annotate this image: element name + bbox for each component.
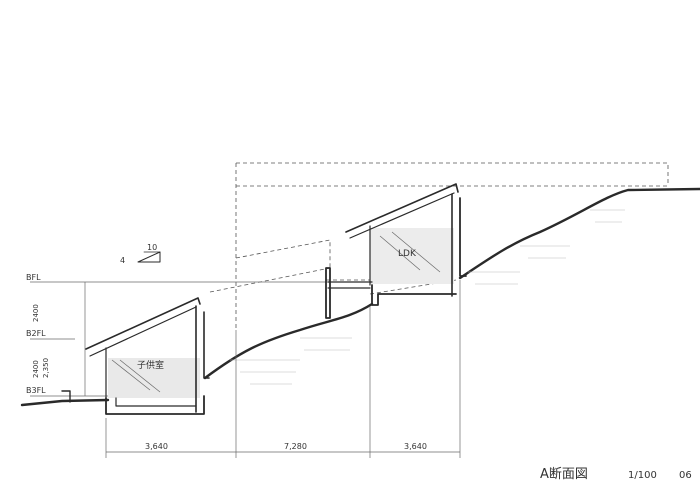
room-label-kids: 子供室 (137, 359, 164, 371)
massing-guide-lines (209, 162, 669, 330)
slope-run: 10 (147, 243, 157, 252)
level-dim-upper: 2400 (32, 304, 40, 322)
span-dim-right: 3,640 (404, 442, 427, 451)
ground-profile (20, 187, 700, 407)
drawing-scale: 1/100 (628, 470, 657, 481)
level-label-b3fl: B3FL (26, 386, 46, 395)
span-dim-center: 7,280 (284, 442, 307, 451)
sheet-number: 06 (679, 470, 692, 481)
ground-hatching (230, 209, 625, 385)
level-dim-lower: 2400 (32, 360, 40, 378)
level-label-bfl: BFL (26, 273, 41, 282)
span-dimension-line (105, 280, 461, 458)
room-label-ldk: LDK (398, 249, 417, 259)
upper-building-section (325, 183, 467, 319)
span-dim-left: 3,640 (145, 442, 168, 451)
slope-rise: 4 (120, 256, 125, 265)
roof-slope-indicator (137, 251, 161, 263)
lower-building-section (61, 297, 210, 415)
level-label-b2fl: B2FL (26, 329, 46, 338)
drawing-title: A断面図 (540, 467, 588, 482)
level-dim-inner: 2,350 (42, 358, 50, 378)
